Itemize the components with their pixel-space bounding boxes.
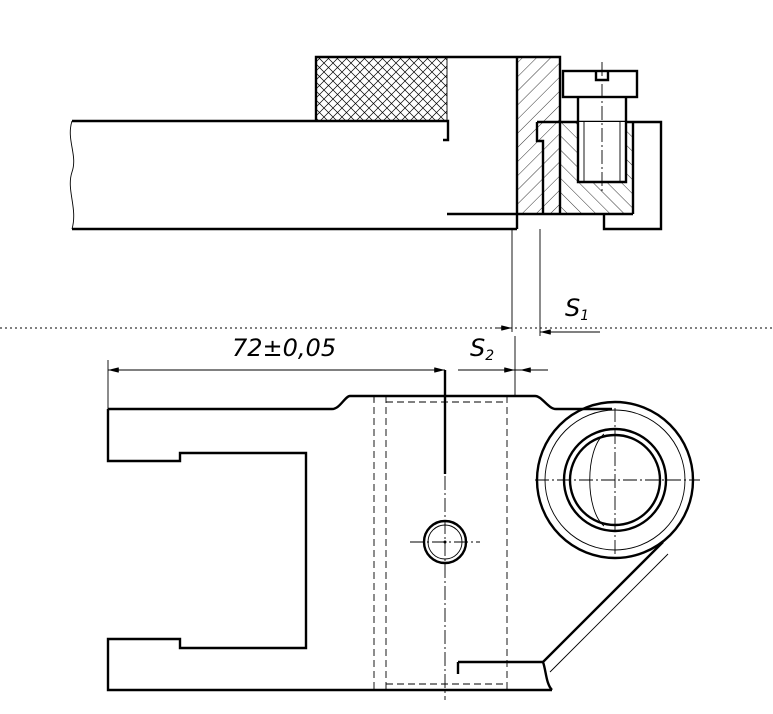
lever-outline <box>106 409 552 692</box>
s1-label: S1 <box>565 294 589 324</box>
ring-outline <box>515 55 562 229</box>
dimension-72: 72±0,05 <box>107 334 445 409</box>
s2-label: S2 <box>470 334 494 364</box>
shaft-outline <box>72 119 517 231</box>
bottom-plan-view <box>106 370 700 700</box>
ring-hatch <box>517 57 560 214</box>
screw <box>561 62 639 192</box>
packing-crosshatch <box>316 57 447 121</box>
top-section-view <box>69 55 663 336</box>
packing-outline <box>314 55 517 121</box>
length-label: 72±0,05 <box>232 334 336 362</box>
break-line <box>69 120 75 230</box>
dimension-s2: S2 <box>458 334 548 396</box>
dimension-s1: S1 <box>496 294 600 335</box>
